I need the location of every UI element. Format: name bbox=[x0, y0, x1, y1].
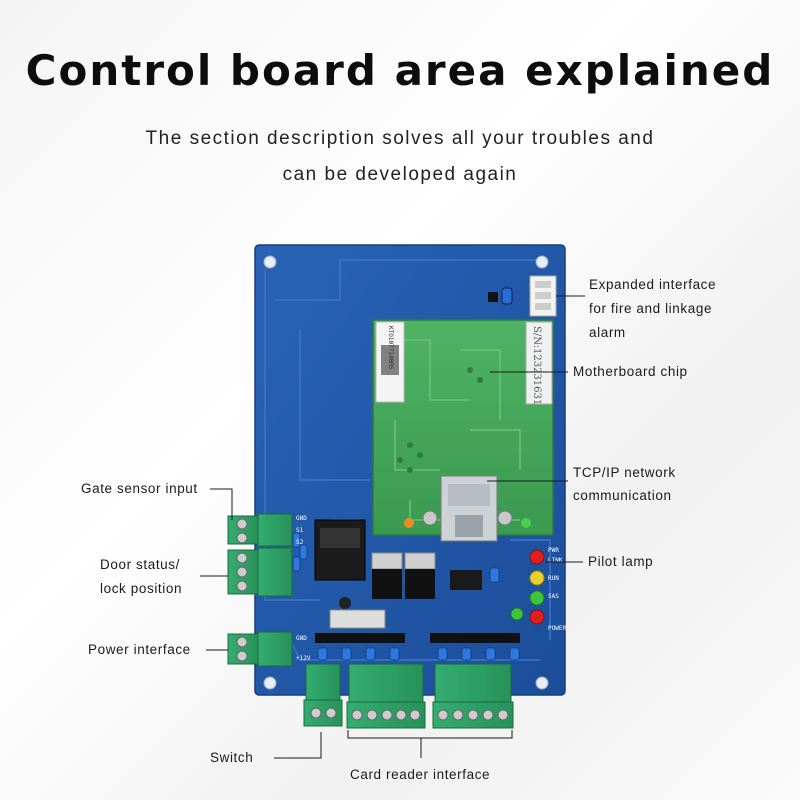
pin-label: GND bbox=[296, 635, 307, 642]
label-expanded-interface-3: alarm bbox=[589, 325, 626, 340]
label-door-status-1: Door status/ bbox=[100, 557, 180, 572]
card-reader-terminal-left bbox=[346, 663, 426, 729]
mount-hole bbox=[263, 676, 277, 690]
label-tcpip-2: communication bbox=[573, 488, 672, 503]
pin-label: POWER bbox=[548, 625, 566, 632]
label-card-reader: Card reader interface bbox=[350, 767, 491, 782]
led-green bbox=[529, 590, 545, 606]
pin-label: SAS bbox=[548, 593, 559, 600]
pin-label: GND bbox=[296, 515, 307, 522]
gate-sensor-terminal bbox=[227, 513, 293, 547]
pin-label: S2 bbox=[296, 539, 304, 546]
power-terminal bbox=[227, 631, 293, 667]
page-title: Control board area explained bbox=[25, 46, 775, 95]
serial-sticker: S/N:123231631 bbox=[531, 326, 542, 405]
mount-hole bbox=[535, 676, 549, 690]
transistors bbox=[371, 552, 482, 599]
door-status-terminal bbox=[227, 547, 293, 597]
subtitle-line-1: The section description solves all your … bbox=[145, 128, 655, 149]
label-expanded-interface-1: Expanded interface bbox=[589, 277, 717, 292]
subtitle-line-2: can be developed again bbox=[282, 164, 518, 185]
switch-terminal bbox=[303, 663, 343, 727]
relay bbox=[314, 519, 366, 581]
pin-label: RUN bbox=[548, 575, 559, 582]
label-gate-sensor: Gate sensor input bbox=[81, 481, 198, 496]
pin-label: PWR bbox=[548, 547, 559, 554]
resistor-row bbox=[315, 597, 520, 643]
label-door-status-2: lock position bbox=[100, 581, 183, 596]
pilot-lamps bbox=[510, 549, 545, 625]
ethernet-jack bbox=[440, 475, 498, 542]
led-red bbox=[529, 549, 545, 565]
pin-label: S1 bbox=[296, 527, 304, 534]
leader-gate-sensor bbox=[210, 488, 233, 520]
leader-switch bbox=[274, 732, 322, 759]
led-green bbox=[510, 607, 524, 621]
leader-card-reader-bracket bbox=[347, 730, 513, 739]
label-switch: Switch bbox=[210, 750, 254, 765]
label-pilot-lamp: Pilot lamp bbox=[588, 554, 654, 569]
pin-label: +12V bbox=[296, 655, 311, 662]
module-code: KTO1077140MS bbox=[387, 326, 394, 370]
label-tcpip-1: TCP/IP network bbox=[573, 465, 676, 480]
mount-hole bbox=[535, 255, 549, 269]
pin-label: LINK bbox=[548, 557, 563, 564]
label-power-interface: Power interface bbox=[88, 642, 191, 657]
led-yellow bbox=[529, 570, 545, 586]
label-motherboard-chip: Motherboard chip bbox=[573, 364, 688, 379]
capacitors bbox=[292, 532, 520, 661]
card-reader-terminal-right bbox=[432, 663, 514, 729]
label-expanded-interface-2: for fire and linkage bbox=[589, 301, 713, 316]
led-red bbox=[529, 609, 545, 625]
mount-hole bbox=[263, 255, 277, 269]
expanded-interface-connector bbox=[488, 275, 557, 317]
